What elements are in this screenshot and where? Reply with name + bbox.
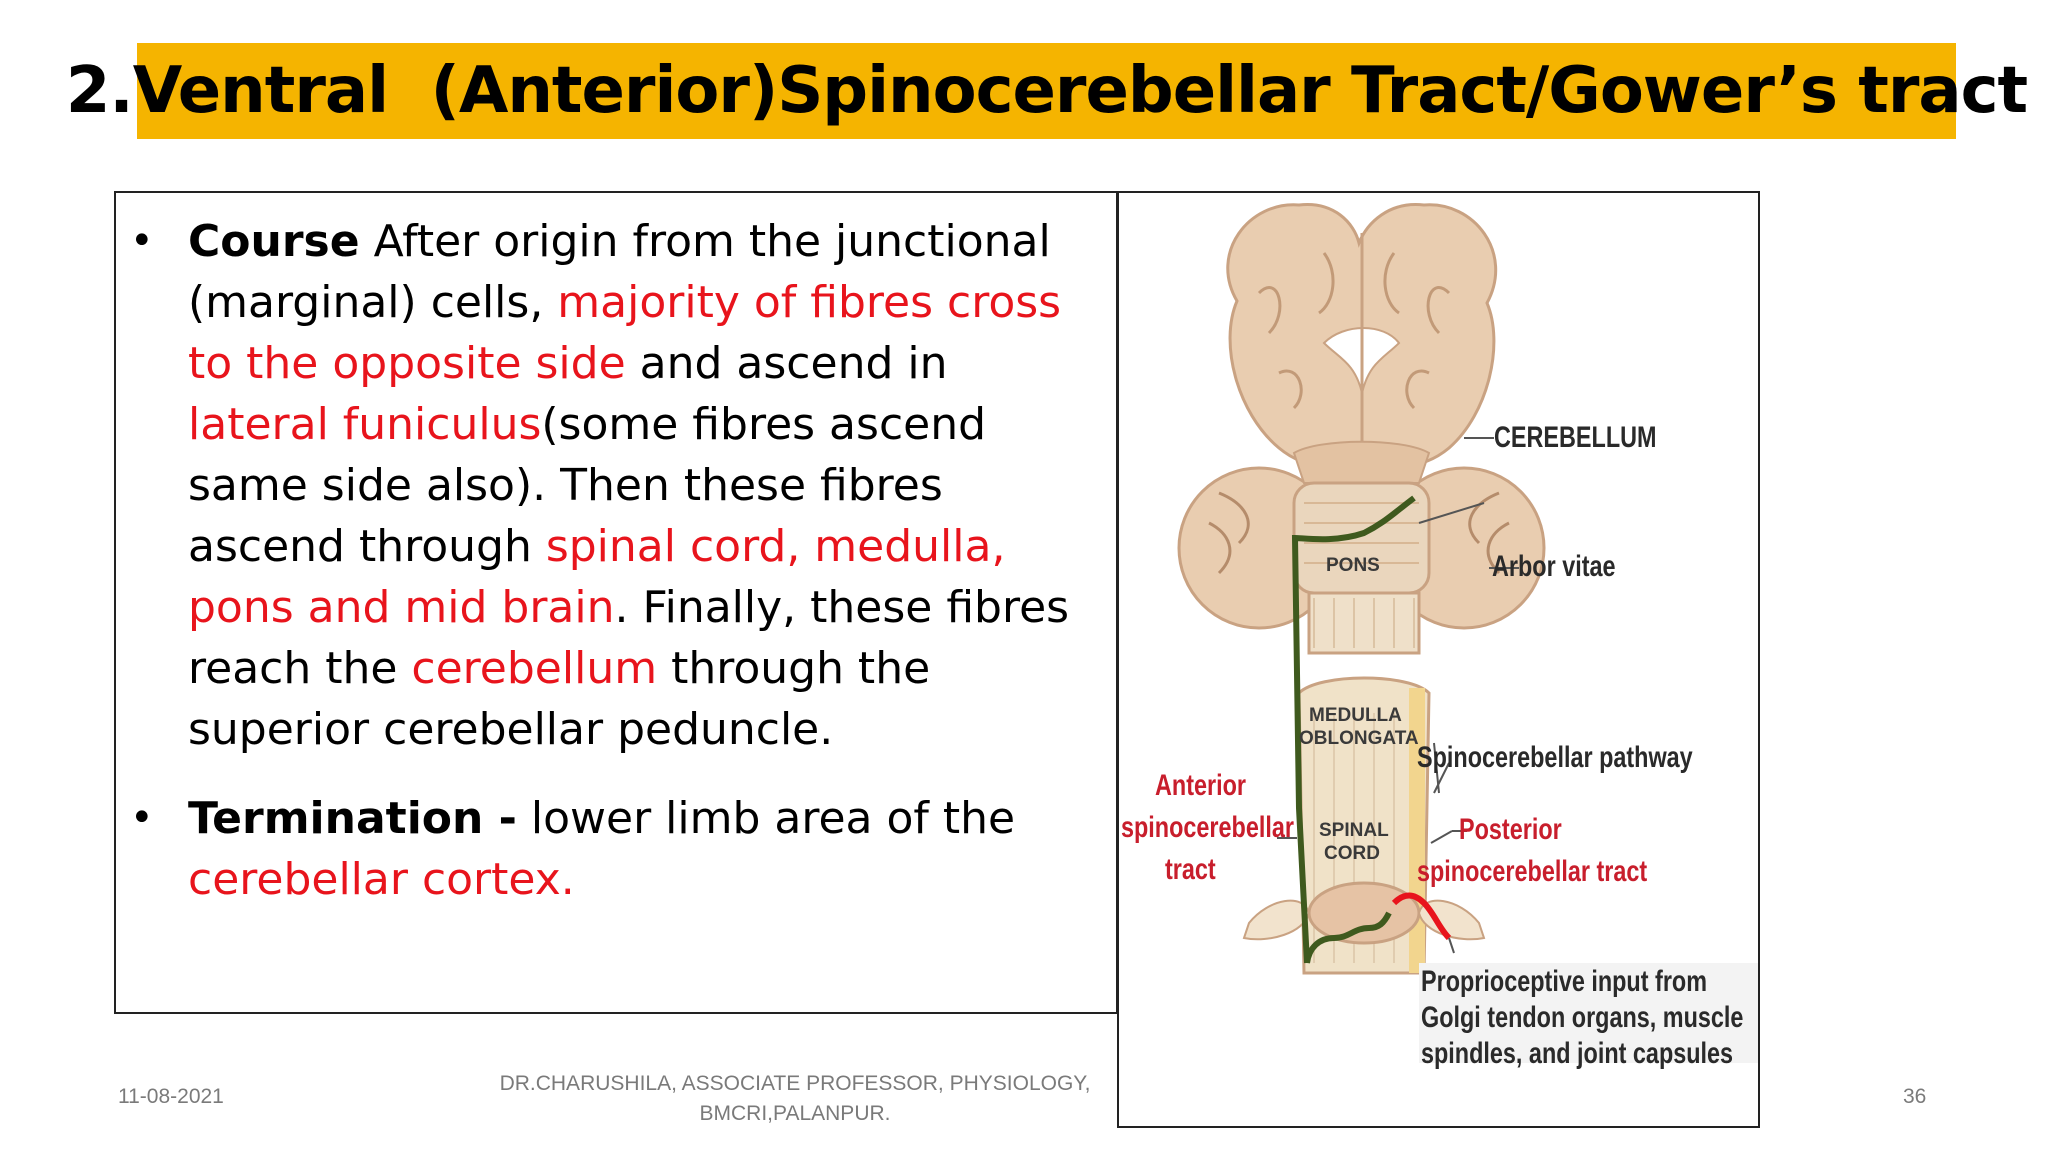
highlight-text: lateral funiculus: [188, 399, 542, 450]
body-text: through the superior cerebellar peduncle…: [188, 643, 931, 755]
body-text: . Finally, these fibres reach the: [188, 582, 1070, 694]
bullet-heading: Termination -: [188, 793, 517, 844]
brain-spinal-cord-illustration: [1177, 203, 1758, 1063]
label-cerebellum: CEREBELLUM: [1494, 421, 1657, 454]
highlight-text: majority of fibres cross to the opposite…: [188, 277, 1062, 389]
highlight-text: cerebellum: [411, 643, 658, 694]
label-anterior-3: tract: [1165, 853, 1216, 886]
bullet-dot: •: [130, 218, 154, 264]
anterior-tract-path: [1291, 495, 1416, 964]
cerebrum-drawing: [1226, 203, 1498, 468]
label-spinal-1: SPINAL: [1319, 820, 1389, 841]
slide-title: 2.Ventral (Anterior)Spinocerebellar Trac…: [65, 54, 2028, 128]
body-text: After origin from the junctional (margin…: [188, 216, 1051, 328]
footer-author: DR.CHARUSHILA, ASSOCIATE PROFESSOR, PHYS…: [480, 1069, 1110, 1129]
body-text: (some fibres ascend same side also). The…: [188, 399, 987, 572]
bullet-content: Course After origin from the junctional …: [188, 211, 1088, 760]
text-panel: • Course After origin from the junctiona…: [114, 191, 1118, 1014]
bullet-heading: Course: [188, 216, 360, 267]
footer-author-line1: DR.CHARUSHILA, ASSOCIATE PROFESSOR, PHYS…: [499, 1072, 1091, 1095]
figure-panel: CEREBELLUM Arbor vitae PONS MEDULLA OBLO…: [1117, 191, 1760, 1128]
caption-bg: [1419, 963, 1758, 1063]
footer-date: 11-08-2021: [118, 1085, 224, 1108]
anterior-tract-lower: [1304, 911, 1392, 964]
leader-lines: [1277, 437, 1519, 954]
label-spinocerebellar-pathway: Spinocerebellar pathway: [1417, 741, 1693, 774]
bullet-dot: •: [130, 795, 154, 841]
label-spinal-2: CORD: [1324, 843, 1380, 864]
bullet-content: Termination - lower limb area of the cer…: [188, 788, 1088, 910]
label-proprio-3: spindles, and joint capsules: [1421, 1037, 1734, 1070]
highlight-text: cerebellar cortex.: [188, 854, 575, 905]
posterior-tract-path: [1391, 892, 1452, 941]
highlight-text: spinal cord, medulla, pons and mid brain: [188, 521, 1006, 633]
label-medulla-2: OBLONGATA: [1299, 728, 1419, 749]
label-posterior-2: spinocerebellar tract: [1417, 855, 1648, 888]
label-posterior-1: Posterior: [1459, 813, 1562, 846]
title-banner: 2.Ventral (Anterior)Spinocerebellar Trac…: [66, 43, 2028, 139]
body-text: and ascend in: [625, 338, 948, 389]
body-text: lower limb area of the: [516, 793, 1016, 844]
label-pons: PONS: [1326, 555, 1380, 576]
footer-author-line2: BMCRI,PALANPUR.: [699, 1102, 891, 1125]
label-anterior-2: spinocerebellar: [1121, 811, 1294, 844]
label-arbor-vitae: Arbor vitae: [1492, 550, 1616, 583]
label-anterior-1: Anterior: [1155, 769, 1247, 802]
label-proprio-2: Golgi tendon organs, muscle: [1421, 1001, 1744, 1034]
label-medulla-1: MEDULLA: [1309, 705, 1402, 726]
footer-page-number: 36: [1903, 1085, 1927, 1108]
label-proprio-1: Proprioceptive input from: [1421, 965, 1708, 998]
